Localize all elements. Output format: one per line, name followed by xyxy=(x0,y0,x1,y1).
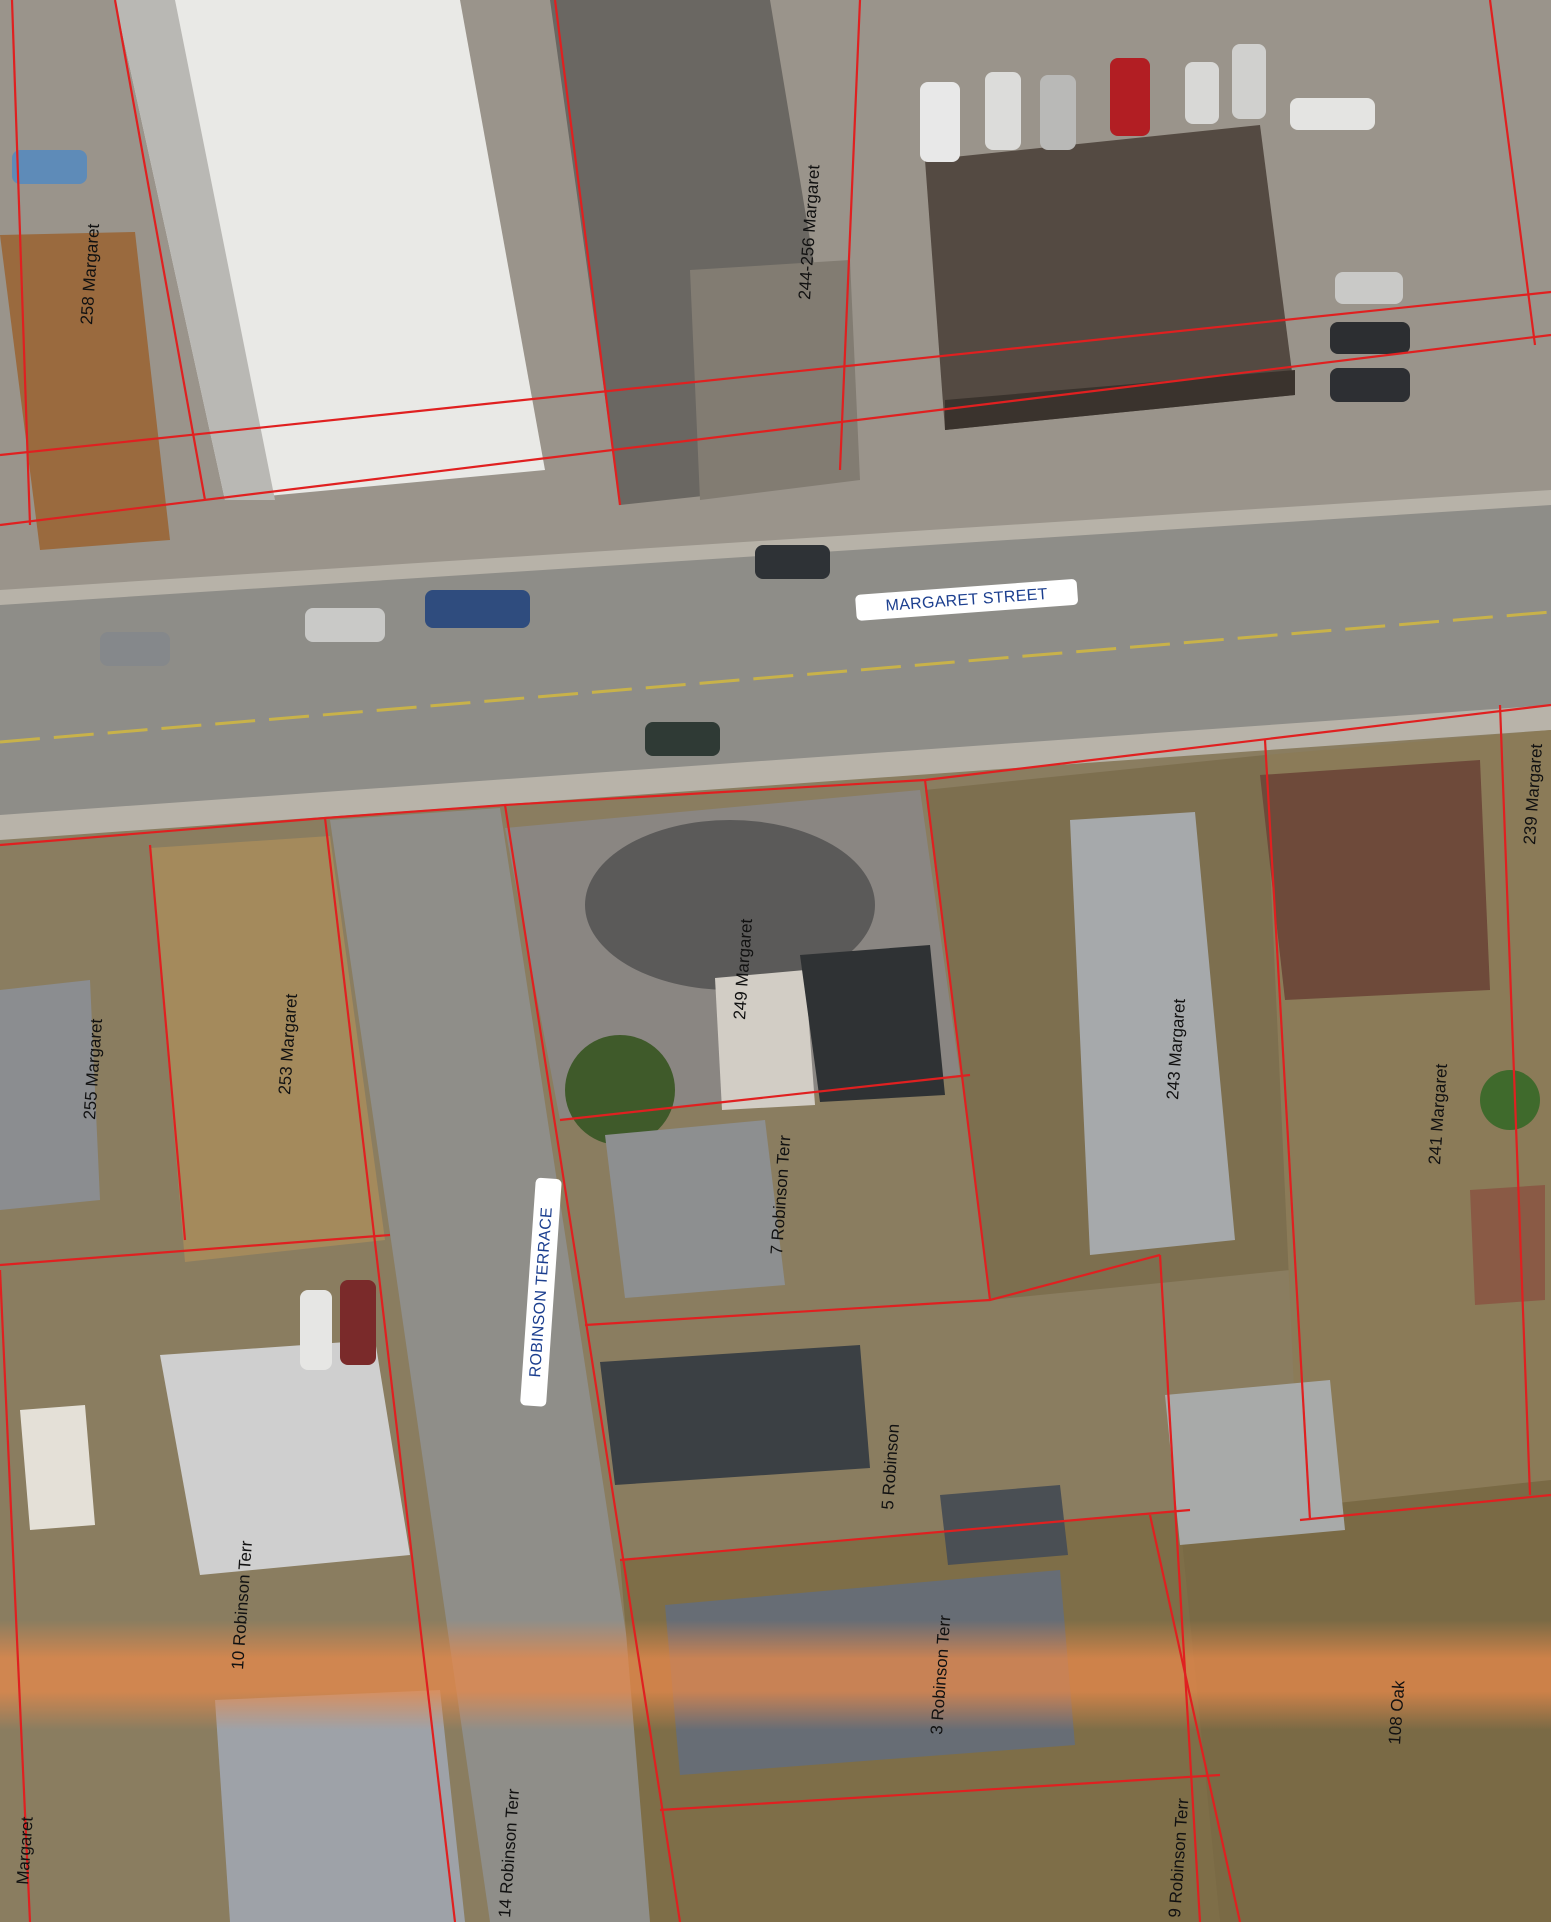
lot-253-lawn xyxy=(150,836,385,1262)
building-14-robinson-terr xyxy=(215,1690,465,1922)
margaret-street-label-box xyxy=(855,579,1078,621)
building-258-margaret xyxy=(0,232,170,550)
south-sidewalk xyxy=(0,705,1551,840)
building-large-dark-roof-shadow xyxy=(945,370,1295,430)
building-warehouse-side xyxy=(115,0,275,500)
building-7-robinson-terr xyxy=(605,1120,785,1298)
robinson-terrace-label-box xyxy=(520,1177,562,1407)
tree-249 xyxy=(565,1035,675,1145)
building-small-shed xyxy=(940,1485,1068,1565)
parcel-label-108-oak: 108 Oak xyxy=(1385,1679,1408,1745)
orange-haze-band xyxy=(0,1620,1551,1730)
cars-10-robinson xyxy=(300,1290,332,1370)
building-243-margaret xyxy=(1070,812,1235,1255)
building-249-margaret-dark xyxy=(800,945,945,1102)
building-255-margaret xyxy=(0,980,100,1210)
building-se-garage xyxy=(1165,1380,1345,1545)
cars-10-robinson-red xyxy=(340,1280,376,1365)
building-5-robinson xyxy=(600,1345,870,1485)
parked-cars-north xyxy=(12,44,1410,402)
parcel-label-edge-margaret: Margaret xyxy=(13,1816,37,1885)
lot-249-dark-patch xyxy=(585,820,875,990)
building-sw-small xyxy=(20,1405,95,1530)
tree-241 xyxy=(1480,1070,1540,1130)
building-east-small xyxy=(1470,1185,1545,1305)
building-10-robinson-terr xyxy=(160,1340,410,1575)
building-244-roof-lower xyxy=(690,260,860,500)
building-241-margaret xyxy=(1260,760,1490,1000)
parked-cars-street xyxy=(100,545,830,756)
building-249-margaret-light xyxy=(715,970,815,1110)
building-large-dark-roof xyxy=(925,125,1295,430)
center-line xyxy=(0,610,1551,744)
